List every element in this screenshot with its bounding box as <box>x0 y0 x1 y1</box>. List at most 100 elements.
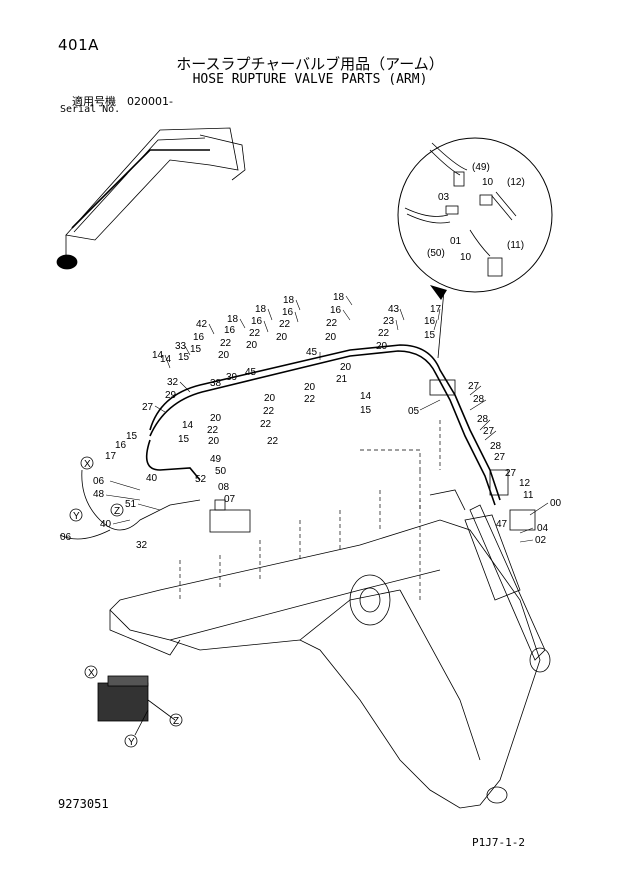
callout: 15 <box>126 431 138 442</box>
callout: 22 <box>279 319 291 330</box>
callout: 27 <box>142 402 154 413</box>
callout: 32 <box>136 540 148 551</box>
callout: 20 <box>218 350 230 361</box>
marker-x: X <box>88 668 95 679</box>
valve-brackets <box>209 379 536 533</box>
callout: 22 <box>378 328 390 339</box>
callout: 43 <box>388 304 400 315</box>
callout: 20 <box>376 341 388 352</box>
callout: 15 <box>424 330 436 341</box>
callout: 14 <box>152 350 164 361</box>
callout: 27 <box>505 468 517 479</box>
callout: 27 <box>468 381 480 392</box>
callout: 22 <box>263 406 275 417</box>
callout: 11 <box>523 490 534 501</box>
drawing-number: 9273051 <box>58 797 109 811</box>
arm-cylinder <box>429 489 551 673</box>
callout: 38 <box>210 378 222 389</box>
callout: 16 <box>251 316 263 327</box>
callout: 22 <box>260 419 272 430</box>
arm-outline <box>109 420 541 809</box>
callout: (11) <box>507 240 524 251</box>
callout: 45 <box>245 367 257 378</box>
callout: 18 <box>227 314 239 325</box>
reference-markers: X Y Z X Y Z <box>69 456 183 748</box>
callout: 17 <box>105 451 117 462</box>
callout: 05 <box>408 406 420 417</box>
callout: 15 <box>178 352 190 363</box>
callout: 50 <box>215 466 227 477</box>
callout: 16 <box>330 305 342 316</box>
page-number: 401A <box>58 36 99 54</box>
callout: (12) <box>507 177 525 188</box>
callout: 52 <box>195 474 207 485</box>
marker-z: Z <box>173 716 179 727</box>
callout: 22 <box>304 394 316 405</box>
callout: 18 <box>333 292 345 303</box>
front-attachment-sketch <box>56 127 246 270</box>
callout: 22 <box>249 328 261 339</box>
serial-label-english: Serial No. <box>60 104 121 115</box>
callout: 20 <box>264 393 276 404</box>
callout: 40 <box>100 519 112 530</box>
callout: (49) <box>472 162 490 173</box>
callout: 15 <box>360 405 372 416</box>
callout: 02 <box>535 535 547 546</box>
callout: 16 <box>424 316 436 327</box>
marker-z: Z <box>114 506 120 517</box>
callout: 16 <box>193 332 205 343</box>
detail-magnified-view <box>397 137 553 359</box>
leader-lines <box>105 295 549 543</box>
callout: 42 <box>196 319 208 330</box>
title-english: HOSE RUPTURE VALVE PARTS (ARM) <box>192 72 428 87</box>
callout: 10 <box>460 252 472 263</box>
callout: 45 <box>306 347 318 358</box>
callout-labels: (49) 10 (12) 03 01 (50) 10 (11) 18 43 17… <box>60 162 562 551</box>
callout: 16 <box>282 307 294 318</box>
callout: 14 <box>360 391 372 402</box>
callout: 15 <box>178 434 190 445</box>
callout: 03 <box>438 192 450 203</box>
callout: 14 <box>160 354 172 365</box>
callout: 20 <box>304 382 316 393</box>
callout: 47 <box>496 519 508 530</box>
callout: 00 <box>550 498 562 509</box>
callout: 20 <box>340 362 352 373</box>
callout: 06 <box>93 476 105 487</box>
callout: 21 <box>336 374 348 385</box>
callout: 23 <box>383 316 395 327</box>
page-code: P1J7-1-2 <box>472 836 525 849</box>
callout: 16 <box>115 440 127 451</box>
marker-y: Y <box>128 737 135 748</box>
callout: 48 <box>93 489 105 500</box>
callout: 29 <box>165 390 177 401</box>
callout: 01 <box>450 236 462 247</box>
callout: 39 <box>226 372 238 383</box>
control-valve-sketch <box>97 675 176 736</box>
callout: 07 <box>224 494 236 505</box>
callout: 32 <box>167 377 179 388</box>
callout: 22 <box>326 318 338 329</box>
callout: (50) <box>427 248 445 259</box>
title-japanese: ホースラプチャーバルブ用品（アーム） <box>176 55 444 73</box>
callout: 20 <box>210 413 222 424</box>
callout: 33 <box>175 341 187 352</box>
callout: 08 <box>218 482 230 493</box>
callout: 20 <box>325 332 337 343</box>
callout: 22 <box>207 425 219 436</box>
hose-routing <box>59 344 501 540</box>
callout: 06 <box>60 532 72 543</box>
callout: 18 <box>283 295 295 306</box>
marker-y: Y <box>73 511 80 522</box>
callout: 49 <box>210 454 222 465</box>
callout: 16 <box>224 325 236 336</box>
callout: 28 <box>490 441 502 452</box>
callout: 10 <box>482 177 494 188</box>
callout: 14 <box>182 420 194 431</box>
callout: 04 <box>537 523 549 534</box>
callout: 51 <box>125 499 137 510</box>
callout: 22 <box>267 436 279 447</box>
callout: 22 <box>220 338 232 349</box>
callout: 12 <box>519 478 531 489</box>
